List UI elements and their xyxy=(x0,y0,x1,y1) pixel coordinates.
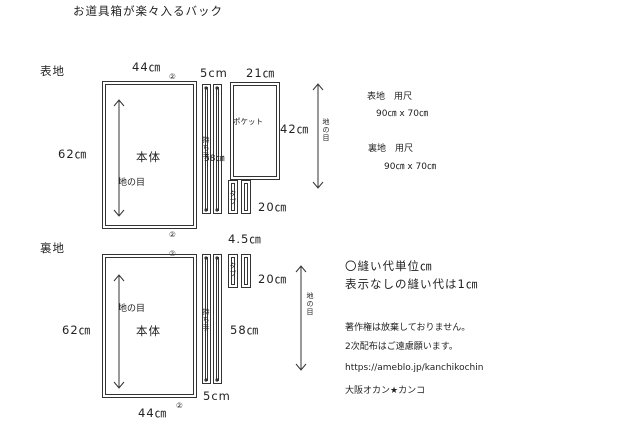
outer-yardage-value: 90㎝ x 70㎝ xyxy=(376,109,428,119)
outer-body-width: 44㎝ xyxy=(132,60,162,74)
outer-grain-side-label: 地の目 xyxy=(322,118,330,142)
lining-tab-length: 20㎝ xyxy=(258,272,288,286)
blog-url-link[interactable]: https://ameblo.jp/kanchikochin xyxy=(345,363,484,373)
outer-pocket-width: 21㎝ xyxy=(246,66,276,80)
seam-unit-note: 〇縫い代単位㎝ xyxy=(345,259,433,273)
outer-tab-piece-2 xyxy=(241,180,251,214)
lining-grain-side-label: 地の目 xyxy=(306,292,314,316)
outer-pocket-piece xyxy=(230,82,280,180)
outer-tab-piece-1 xyxy=(228,180,238,214)
outer-body-label: 本体 xyxy=(136,150,161,164)
author-name: 大阪オカン★カンコ xyxy=(345,386,426,396)
outer-pocket-height: 42㎝ xyxy=(280,122,310,136)
outer-handle-label: 持ち手 xyxy=(202,136,210,160)
lining-tab-label: タブ xyxy=(229,262,237,278)
lining-fabric-label: 裏地 xyxy=(40,241,65,255)
lining-body-height: 62㎝ xyxy=(62,323,92,337)
lining-yardage-value: 90㎝ x 70㎝ xyxy=(384,162,436,172)
redistribution-note: 2次配布はご遠慮願います。 xyxy=(345,342,458,352)
lining-body-width: 44㎝ xyxy=(138,406,168,420)
lining-body-piece xyxy=(102,254,197,398)
outer-handle-piece-2 xyxy=(213,84,222,214)
lining-body-label: 本体 xyxy=(136,324,161,338)
outer-body-height: 62㎝ xyxy=(58,147,88,161)
lining-yardage-title: 裏地 用尺 xyxy=(368,144,414,154)
outer-body-piece xyxy=(102,81,197,229)
lining-side-grain-head-bottom xyxy=(295,363,307,371)
outer-fold-mark: ② xyxy=(169,72,176,81)
outer-tab-label: タブ xyxy=(229,190,237,206)
lining-handle-length: 58㎝ xyxy=(230,323,260,337)
lining-side-grain-head-top xyxy=(295,265,307,273)
lining-fold-mark-bottom: ② xyxy=(176,401,183,410)
outer-grain-label: 地の目 xyxy=(118,178,146,188)
outer-fabric-label: 表地 xyxy=(40,64,65,78)
copyright-note: 著作権は放棄しておりません。 xyxy=(345,323,471,333)
lining-fold-mark: ② xyxy=(169,249,176,258)
lining-tab-piece-1 xyxy=(228,254,238,288)
outer-pocket-label: ポケット xyxy=(233,117,263,126)
outer-handle-length: 58㎝ xyxy=(204,154,225,164)
lining-handle-piece-2 xyxy=(213,254,222,384)
lining-tab-piece-2 xyxy=(241,254,251,288)
lining-handle-label: 持ち手 xyxy=(202,308,210,332)
outer-side-grain-head-top xyxy=(312,83,324,91)
outer-fold-mark-bottom: ② xyxy=(169,230,176,239)
page-title: お道具箱が楽々入るバック xyxy=(73,4,223,18)
outer-tab-width: 4.5㎝ xyxy=(228,232,262,246)
outer-handle-width: 5cm xyxy=(200,66,228,80)
lining-grain-label: 地の目 xyxy=(118,304,146,314)
outer-side-grain-head-bottom xyxy=(312,181,324,189)
outer-tab-length: 20㎝ xyxy=(258,200,288,214)
outer-yardage-title: 表地 用尺 xyxy=(367,92,413,102)
seam-default-note: 表示なしの縫い代は1㎝ xyxy=(345,277,479,291)
lining-handle-width: 5cm xyxy=(203,389,231,403)
